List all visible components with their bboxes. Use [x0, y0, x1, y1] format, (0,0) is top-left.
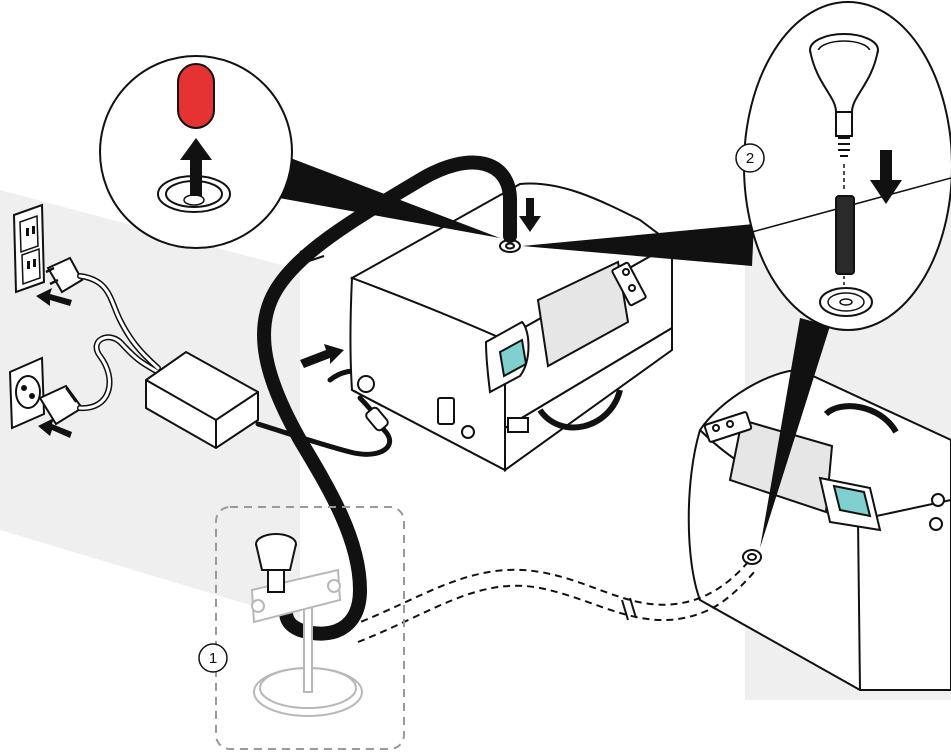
- dc-plug-arrow: [300, 344, 344, 368]
- analyzer-secondary-side-inlet: [743, 550, 761, 564]
- callout-1-label: 1: [209, 650, 217, 667]
- red-protective-cap: [178, 64, 214, 128]
- zoom-detail-insert-funnel: [744, 2, 951, 330]
- callout-2: 2: [736, 144, 764, 172]
- callout-2-label: 2: [746, 150, 754, 167]
- zoom-detail-remove-cap: [100, 56, 292, 248]
- us-wall-outlet: [14, 205, 44, 292]
- callout-1: 1: [199, 644, 227, 672]
